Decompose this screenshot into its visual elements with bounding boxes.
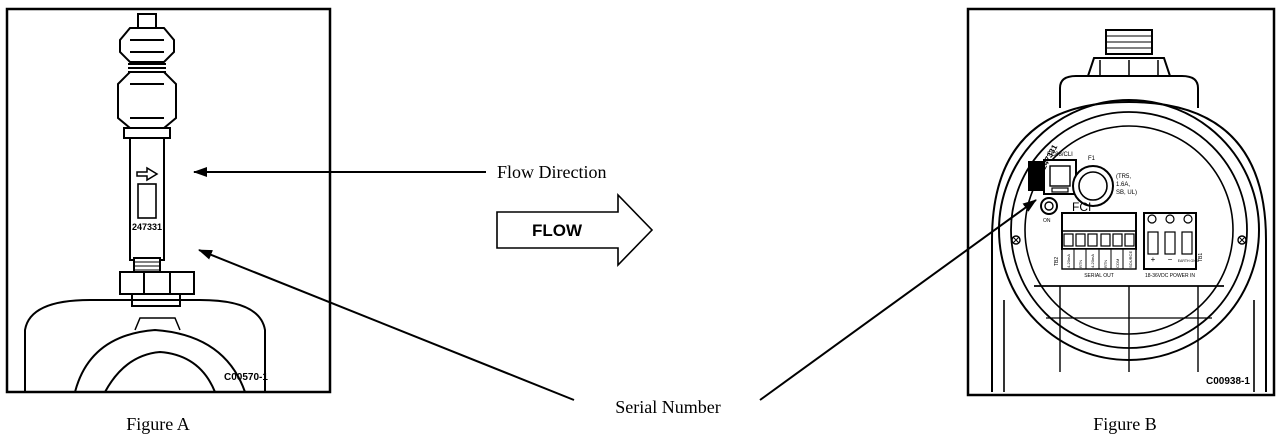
- tb2-label: TB2: [1054, 257, 1060, 266]
- figure-a-serial-number: 247331: [132, 222, 162, 232]
- tb2-terminal-4: RTN: [1103, 260, 1108, 268]
- callout-leaders: [193, 167, 1037, 401]
- tb2-terminal-5: COM: [1115, 259, 1120, 268]
- connector-label: FC88/CLI: [1047, 152, 1073, 158]
- fuse-rating-line-3: SB, UL): [1116, 190, 1137, 196]
- flow-arrow: FLOW: [496, 193, 654, 267]
- tb1-caption: 18-36VDC POWER IN: [1145, 273, 1195, 279]
- tb2-terminal-3: 4-20mA: [1090, 254, 1095, 268]
- serial-leader-b: [759, 199, 1037, 401]
- tb2-terminal-6: SOURCE: [1128, 251, 1133, 268]
- figure-a-caption: Figure A: [126, 414, 190, 434]
- figure-a: 247331 C00570-1 Figure A: [5, 7, 332, 434]
- figure-b-drawing-code: C00938-1: [1206, 376, 1250, 387]
- led-label: ON: [1043, 218, 1051, 224]
- figure-b-caption: Figure B: [1093, 414, 1157, 434]
- figure-a-frame: [5, 7, 332, 394]
- tb2-terminal-1: 4-20mA: [1066, 254, 1071, 268]
- flow-direction-label: Flow Direction: [497, 162, 607, 182]
- fuse-rating-line-1: (TR5,: [1116, 174, 1131, 180]
- figure-b: S/N 247331 FC88/CLI F1 (TR5, 1.6A, SB, U…: [966, 7, 1276, 434]
- tb2-caption: SERIAL OUT: [1084, 273, 1114, 279]
- serial-leader-a: [198, 249, 575, 401]
- fuse-rating-line-2: 1.6A,: [1116, 182, 1130, 188]
- tb2-terminal-2: RTN: [1078, 260, 1083, 268]
- brand-label: FCI: [1072, 200, 1091, 214]
- sensor-probe-drawing: [24, 13, 266, 393]
- figure-a-drawing-code: C00570-1: [224, 372, 268, 383]
- figure-b-frame: [966, 7, 1276, 397]
- flow-arrow-label: FLOW: [532, 221, 583, 240]
- tb1-terminal-minus: −: [1168, 255, 1173, 264]
- fuse-label: F1: [1088, 156, 1096, 162]
- tb1-terminal-plus: +: [1151, 255, 1156, 264]
- serial-number-label: Serial Number: [615, 397, 720, 417]
- tb1-label: TB1: [1198, 253, 1204, 262]
- electronics-housing-drawing: [991, 29, 1267, 392]
- tb1-terminal-ground: EARTH GND: [1178, 259, 1199, 263]
